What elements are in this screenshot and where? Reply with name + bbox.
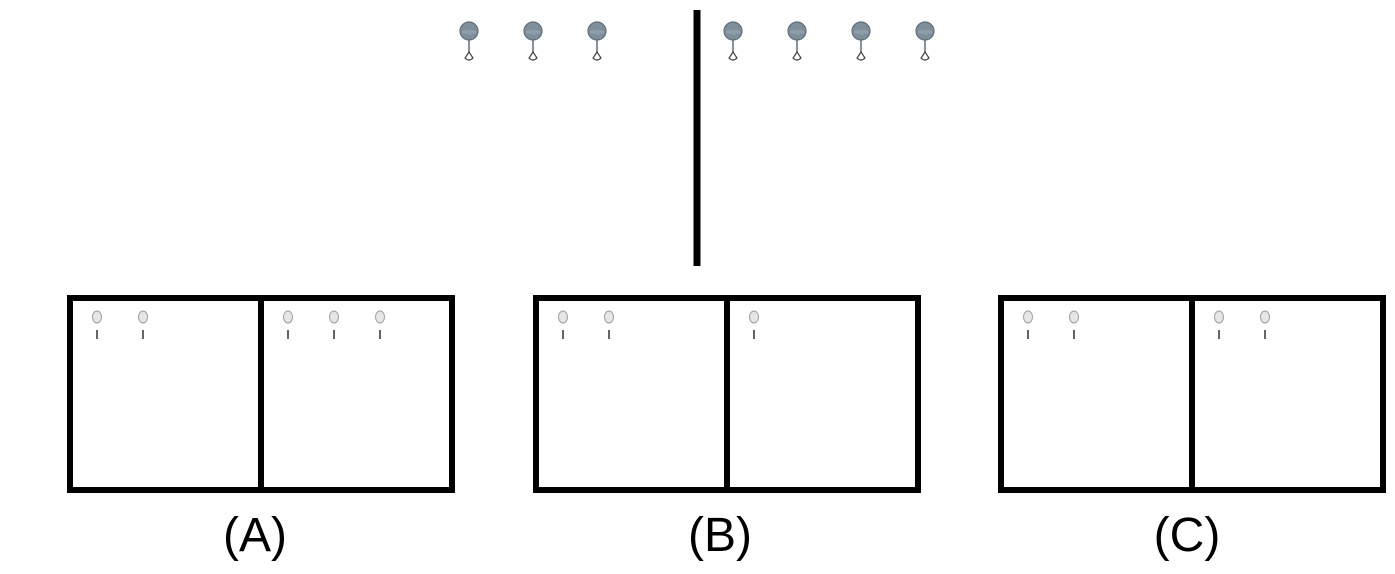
option-b[interactable] xyxy=(533,295,921,493)
option-left-pin xyxy=(558,310,568,339)
option-label-c[interactable]: (C) xyxy=(1153,509,1221,562)
option-left-pin xyxy=(1069,310,1079,339)
option-left-pin xyxy=(92,310,102,339)
question-left-pin xyxy=(459,21,479,61)
question-pins xyxy=(459,21,935,61)
option-right-pin xyxy=(329,310,339,339)
question-left-pin xyxy=(587,21,607,61)
option-label-b[interactable]: (B) xyxy=(688,509,752,562)
option-right-pin xyxy=(375,310,385,339)
question-right-pin xyxy=(915,21,935,61)
option-right-pin xyxy=(749,310,759,339)
option-a[interactable] xyxy=(67,295,455,493)
option-right-pin xyxy=(1260,310,1270,339)
option-right-pin xyxy=(1214,310,1224,339)
option-label-a[interactable]: (A) xyxy=(223,509,287,562)
option-left-pin xyxy=(604,310,614,339)
question-left-pin xyxy=(523,21,543,61)
question-right-pin xyxy=(787,21,807,61)
answer-options xyxy=(67,295,1386,493)
option-c[interactable] xyxy=(998,295,1386,493)
question-right-pin xyxy=(851,21,871,61)
question-right-pin xyxy=(723,21,743,61)
option-left-pin xyxy=(1023,310,1033,339)
option-left-pin xyxy=(138,310,148,339)
option-right-pin xyxy=(283,310,293,339)
